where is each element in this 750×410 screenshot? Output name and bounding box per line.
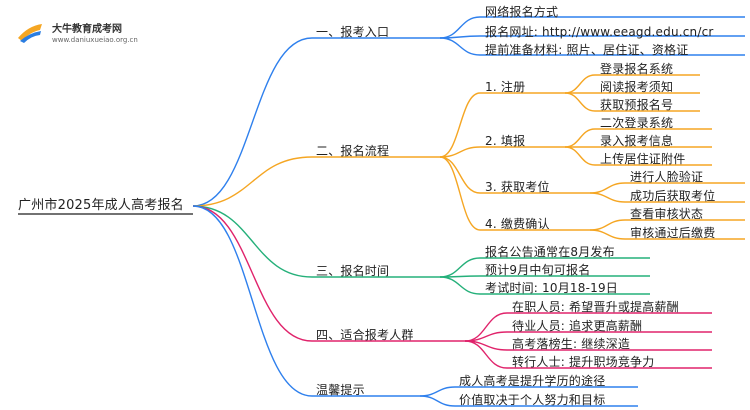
leaf-enter-info: 录入报考信息 [600, 134, 674, 148]
leaf-upload-permit: 上传居住证附件 [600, 152, 686, 166]
step-get-seat: 3. 获取考位 [485, 180, 550, 194]
edge-b2-step [439, 156, 481, 231]
root-node: 广州市2025年成人高考报名 [18, 198, 184, 213]
edge-b2-step [439, 156, 481, 194]
leaf-exam-date: 考试时间: 10月18-19日 [485, 281, 618, 295]
leaf-gaokao-failed: 高考落榜生: 继续深造 [512, 337, 631, 351]
edge-b3-leaf [439, 257, 481, 278]
leaf-signup-period: 预计9月中旬可报名 [485, 263, 591, 277]
leaf-pre-number: 获取预报名号 [600, 98, 674, 112]
leaf-face-verify: 进行人脸验证 [630, 170, 704, 184]
leaf-materials: 提前准备材料: 照片、居住证、资格证 [485, 43, 689, 57]
edge-b2-leaf [589, 229, 626, 240]
edge-b2-leaf [564, 128, 596, 148]
leaf-seat-obtained: 成功后获取考位 [630, 189, 716, 203]
leaf-tip-path: 成人高考是提升学历的途径 [459, 374, 606, 388]
edge-root-b5 [192, 205, 313, 397]
edge-b2-leaf [589, 182, 626, 194]
leaf-second-login: 二次登录系统 [600, 116, 674, 130]
edge-b1-leaf [439, 37, 481, 56]
leaf-tip-value: 价值取决于个人努力和目标 [459, 393, 606, 407]
leaf-login-system: 登录报名系统 [600, 62, 674, 76]
leaf-online-signup: 网络报名方式 [485, 5, 559, 19]
edge-b3-leaf [439, 276, 481, 295]
leaf-review-status: 查看审核状态 [630, 207, 704, 221]
edge-b4-leaf [464, 340, 508, 369]
edge-b5-leaf [419, 395, 456, 407]
branch-audience: 四、适合报考人群 [316, 328, 414, 342]
branch-process: 二、报名流程 [316, 144, 390, 158]
step-fill: 2. 填报 [485, 134, 526, 148]
edge-b2-leaf [589, 192, 626, 203]
logo-url: www.daniuxueiao.org.cn [52, 36, 138, 44]
edge-b2-leaf [564, 92, 596, 112]
step-payment: 4. 缴费确认 [485, 217, 550, 231]
edge-root-b2 [192, 156, 313, 207]
leaf-career-changer: 转行人士: 提升职场竞争力 [512, 355, 655, 369]
edge-b5-leaf [419, 386, 456, 397]
edge-root-b1 [192, 37, 313, 207]
edge-root-b4 [192, 205, 313, 342]
edge-b2-step [439, 146, 481, 158]
branch-tips: 温馨提示 [316, 383, 365, 397]
logo-title: 大牛教育成考网 [52, 24, 122, 35]
branch-time: 三、报名时间 [316, 264, 390, 278]
edge-b2-leaf [589, 219, 626, 231]
leaf-pay-after-review: 审核通过后缴费 [630, 226, 716, 240]
leaf-announcement: 报名公告通常在8月发布 [485, 245, 615, 259]
edge-root-b3 [192, 205, 313, 278]
site-logo: 大牛教育成考网 www.daniuxueiao.org.cn [16, 18, 166, 52]
edge-b2-step [439, 92, 481, 158]
leaf-signup-url: 报名网址: http://www.eeagd.edu.cn/cr [485, 25, 714, 39]
edge-b2-leaf [564, 146, 596, 166]
leaf-read-notice: 阅读报考须知 [600, 80, 674, 94]
leaf-employed: 在职人员: 希望晋升或提高薪酬 [512, 300, 679, 314]
edge-b1-leaf [439, 16, 481, 39]
leaf-unemployed: 待业人员: 追求更高薪酬 [512, 319, 643, 333]
edge-b2-leaf [564, 74, 596, 94]
book-logo-icon [18, 24, 42, 43]
step-register: 1. 注册 [485, 80, 526, 94]
branch-entry: 一、报考入口 [316, 25, 390, 39]
